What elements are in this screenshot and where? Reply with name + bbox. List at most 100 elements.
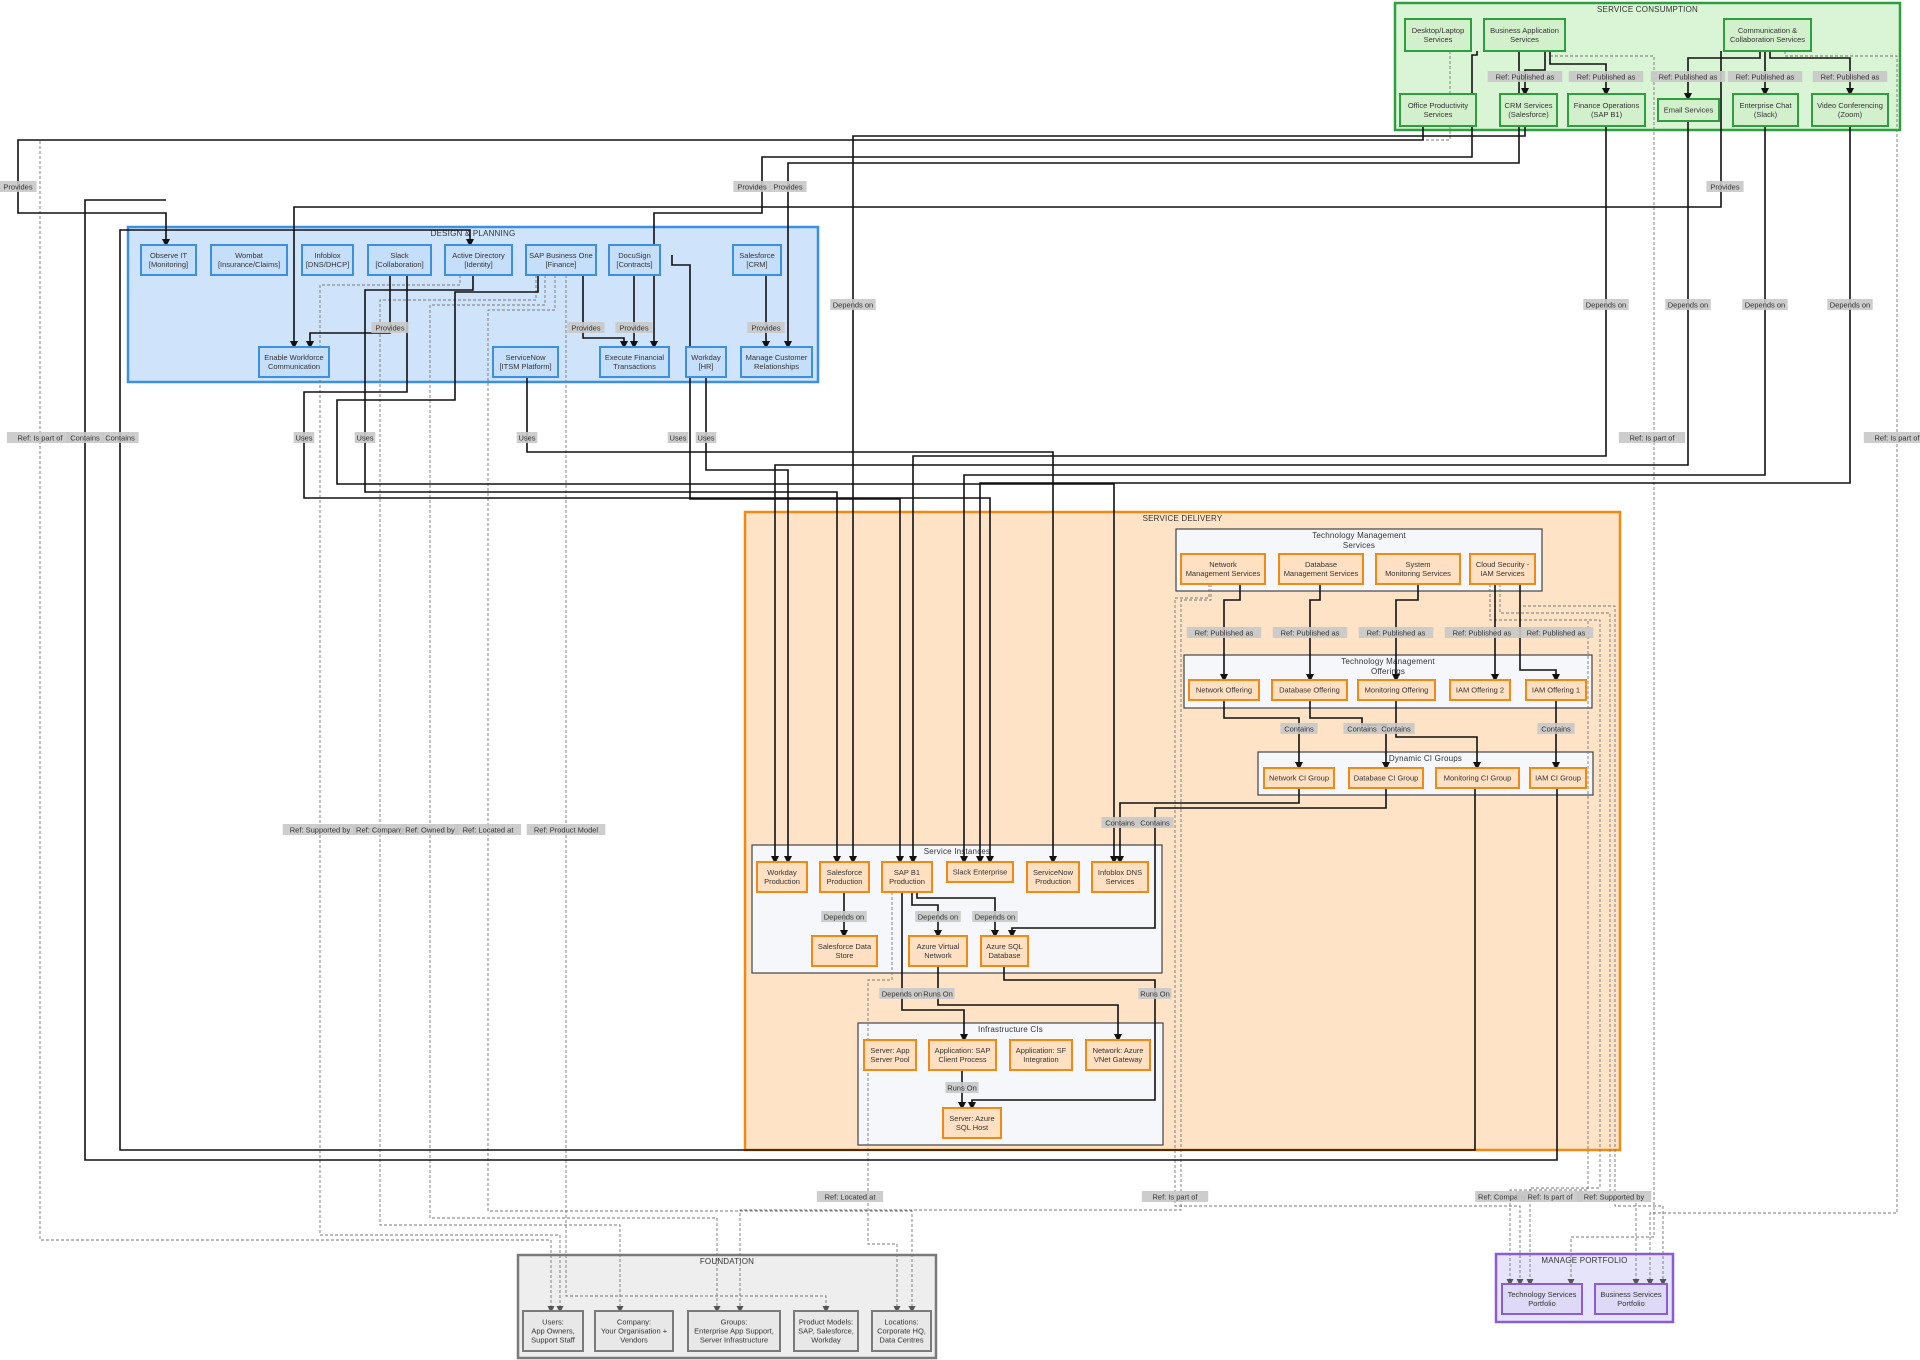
node-iam1[interactable]: IAM Offering 1: [1525, 679, 1587, 701]
node-slackent[interactable]: Slack Enterprise: [946, 861, 1014, 883]
node-netoff[interactable]: Network Offering: [1188, 679, 1260, 701]
node-box[interactable]: [140, 244, 197, 276]
node-box[interactable]: [444, 244, 513, 276]
node-box[interactable]: [599, 346, 670, 378]
node-video[interactable]: Video Conferencing(Zoom): [1811, 93, 1889, 127]
node-box[interactable]: [1501, 1283, 1583, 1315]
node-box[interactable]: [608, 244, 661, 276]
node-box[interactable]: [1085, 1039, 1151, 1071]
node-box[interactable]: [1723, 18, 1812, 52]
node-products[interactable]: Product Models:SAP, Salesforce,Workday: [793, 1310, 859, 1352]
node-box[interactable]: [811, 935, 878, 967]
node-box[interactable]: [1399, 93, 1477, 127]
node-box[interactable]: [1271, 679, 1348, 701]
node-docusign[interactable]: DocuSign[Contracts]: [608, 244, 661, 276]
node-box[interactable]: [756, 861, 808, 893]
node-box[interactable]: [367, 244, 432, 276]
node-box[interactable]: [1375, 553, 1461, 585]
node-cloudsec[interactable]: Cloud Security -IAM Services: [1469, 553, 1536, 585]
node-finops[interactable]: Finance Operations(SAP B1): [1567, 93, 1646, 127]
node-iamci[interactable]: IAM CI Group: [1529, 767, 1587, 789]
node-box[interactable]: [908, 935, 968, 967]
node-salesforce[interactable]: Salesforce[CRM]: [732, 244, 782, 276]
node-box[interactable]: [210, 244, 288, 276]
node-monci[interactable]: Monitoring CI Group: [1435, 767, 1520, 789]
node-box[interactable]: [946, 861, 1014, 883]
node-email[interactable]: Email Services: [1657, 98, 1720, 122]
node-crm[interactable]: CRM Services(Salesforce): [1499, 93, 1558, 127]
node-box[interactable]: [1525, 679, 1587, 701]
node-box[interactable]: [1499, 93, 1558, 127]
node-workday[interactable]: Workday[HR]: [685, 346, 727, 378]
node-box[interactable]: [732, 244, 782, 276]
node-snow[interactable]: ServiceNow[ITSM Platform]: [492, 346, 559, 378]
node-box[interactable]: [1657, 98, 1720, 122]
node-box[interactable]: [740, 346, 813, 378]
node-netci[interactable]: Network CI Group: [1263, 767, 1335, 789]
node-box[interactable]: [1811, 93, 1889, 127]
node-box[interactable]: [1567, 93, 1646, 127]
node-observe[interactable]: Observe IT[Monitoring]: [140, 244, 197, 276]
node-box[interactable]: [594, 1310, 674, 1352]
node-box[interactable]: [928, 1039, 997, 1071]
node-dboff[interactable]: Database Offering: [1271, 679, 1348, 701]
node-sapb1[interactable]: SAP Business One[Finance]: [525, 244, 597, 276]
node-infoblox[interactable]: Infoblox[DNS/DHCP]: [301, 244, 354, 276]
node-groups[interactable]: Groups:Enterprise App Support,Server Inf…: [687, 1310, 781, 1352]
node-box[interactable]: [1449, 679, 1511, 701]
node-iam2[interactable]: IAM Offering 2: [1449, 679, 1511, 701]
node-box[interactable]: [793, 1310, 859, 1352]
node-locations[interactable]: Locations:Corporate HQ,Data Centres: [871, 1310, 932, 1352]
node-box[interactable]: [1180, 553, 1266, 585]
node-slack[interactable]: Slack[Collaboration]: [367, 244, 432, 276]
node-box[interactable]: [1357, 679, 1436, 701]
node-box[interactable]: [1348, 767, 1424, 789]
node-box[interactable]: [687, 1310, 781, 1352]
node-box[interactable]: [1188, 679, 1260, 701]
node-box[interactable]: [1469, 553, 1536, 585]
node-box[interactable]: [1529, 767, 1587, 789]
node-ad[interactable]: Active Directory[Identity]: [444, 244, 513, 276]
node-box[interactable]: [492, 346, 559, 378]
node-box[interactable]: [525, 244, 597, 276]
node-company[interactable]: Company:Your Organisation +Vendors: [594, 1310, 674, 1352]
node-box[interactable]: [1263, 767, 1335, 789]
node-box[interactable]: [819, 861, 870, 893]
node-box[interactable]: [1009, 1039, 1073, 1071]
node-users[interactable]: Users:App Owners,Support Staff: [522, 1310, 584, 1352]
node-box[interactable]: [1404, 18, 1472, 52]
node-box[interactable]: [258, 346, 330, 378]
node-box[interactable]: [871, 1310, 932, 1352]
node-box[interactable]: [1278, 553, 1364, 585]
node-monoff[interactable]: Monitoring Offering: [1357, 679, 1436, 701]
node-chat[interactable]: Enterprise Chat(Slack): [1732, 93, 1799, 127]
node-box[interactable]: [1026, 861, 1080, 893]
node-box[interactable]: [980, 935, 1029, 967]
node-box[interactable]: [863, 1039, 917, 1071]
node-wombat[interactable]: Wombat[Insurance/Claims]: [210, 244, 288, 276]
node-box[interactable]: [881, 861, 933, 893]
node-box[interactable]: [1732, 93, 1799, 127]
